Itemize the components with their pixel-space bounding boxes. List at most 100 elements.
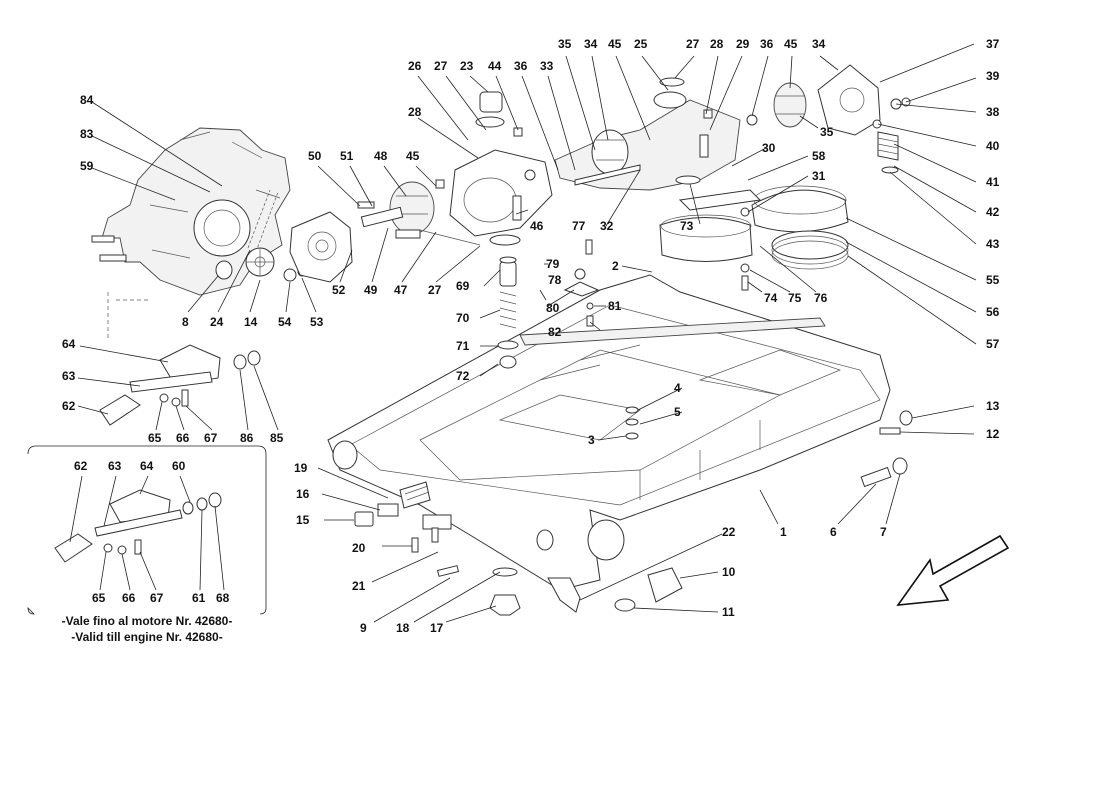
callout-labels: 84 83 59 8 24 14 54 53 50 51 48 45 52 49… (62, 37, 1000, 635)
chain-and-sprocket (215, 189, 307, 282)
callout: 15 (296, 513, 310, 527)
callout: 51 (340, 149, 354, 163)
callout: 10 (722, 565, 736, 579)
callout: 52 (332, 283, 346, 297)
oil-strainer (659, 185, 849, 291)
callout: 60 (172, 459, 186, 473)
sensor-bracket-parts (563, 239, 600, 327)
callout: 31 (812, 169, 826, 183)
callout: 63 (62, 369, 76, 383)
pump-housing-center (449, 91, 553, 246)
callout: 71 (456, 339, 470, 353)
callout: 70 (456, 311, 470, 325)
callout: 1 (780, 525, 787, 539)
callout: 35 (558, 37, 572, 51)
callout: 77 (572, 219, 586, 233)
callout: 76 (814, 291, 828, 305)
callout: 72 (456, 369, 470, 383)
pan-washers (625, 406, 639, 440)
callout: 68 (216, 591, 230, 605)
callout: 57 (986, 337, 1000, 351)
callout: 41 (986, 175, 1000, 189)
drain-plug (489, 567, 521, 616)
callout: 84 (80, 93, 94, 107)
callout: 37 (986, 37, 1000, 51)
bolts-right (860, 410, 913, 488)
callout: 49 (364, 283, 378, 297)
callout: 5 (674, 405, 681, 419)
callout: 12 (986, 427, 1000, 441)
callout: 34 (584, 37, 598, 51)
relief-valve-stack (497, 256, 519, 369)
leader-lines (69, 43, 977, 623)
callout: 27 (686, 37, 700, 51)
gear-pump-left (357, 179, 481, 246)
callout: 8 (182, 315, 189, 329)
callout: 55 (986, 273, 1000, 287)
callout: 28 (710, 37, 724, 51)
callout: 9 (360, 621, 367, 635)
callout: 29 (736, 37, 750, 51)
pump-cover-left (289, 211, 353, 283)
callout: 43 (986, 237, 1000, 251)
callout: 79 (546, 257, 560, 271)
callout: 81 (608, 299, 622, 313)
callout: 42 (986, 205, 1000, 219)
callout: 53 (310, 315, 324, 329)
callout: 34 (812, 37, 826, 51)
validity-note-english: -Valid till engine Nr. 42680- (71, 630, 222, 644)
callout: 74 (764, 291, 778, 305)
callout: 18 (396, 621, 410, 635)
callout: 19 (294, 461, 308, 475)
callout: 25 (634, 37, 648, 51)
pump-body-main (554, 77, 741, 191)
callout: 64 (62, 337, 76, 351)
callout: 61 (192, 591, 206, 605)
callout: 35 (820, 125, 834, 139)
callout: 11 (722, 605, 735, 619)
callout: 36 (760, 37, 774, 51)
callout: 38 (986, 105, 1000, 119)
callout: 32 (600, 219, 614, 233)
callout: 48 (374, 149, 388, 163)
callout: 3 (588, 433, 595, 447)
callout: 36 (514, 59, 528, 73)
callout: 6 (830, 525, 837, 539)
callout: 66 (176, 431, 190, 445)
callout: 59 (80, 159, 94, 173)
parts-artwork (27, 64, 1010, 616)
callout: 47 (394, 283, 408, 297)
callout: 50 (308, 149, 322, 163)
validity-note-italian: -Vale fino al motore Nr. 42680- (62, 614, 233, 628)
callout: 56 (986, 305, 1000, 319)
left-sub-assembly (99, 344, 261, 426)
callout: 26 (408, 59, 422, 73)
callout: 54 (278, 315, 292, 329)
callout: 78 (548, 273, 562, 287)
callout: 58 (812, 149, 826, 163)
callout: 80 (546, 301, 560, 315)
validity-note: -Vale fino al motore Nr. 42680- -Valid t… (62, 614, 233, 644)
callout: 40 (986, 139, 1000, 153)
callout: 75 (788, 291, 802, 305)
lower-left-fittings (354, 481, 460, 577)
callout: 17 (430, 621, 444, 635)
callout: 45 (608, 37, 622, 51)
callout: 21 (352, 579, 366, 593)
callout: 28 (408, 105, 422, 119)
callout: 67 (204, 431, 218, 445)
callout: 85 (270, 431, 284, 445)
callout: 73 (680, 219, 694, 233)
callout: 16 (296, 487, 310, 501)
direction-arrow (896, 534, 1010, 606)
callout: 64 (140, 459, 154, 473)
callout: 13 (986, 399, 1000, 413)
callout: 82 (548, 325, 562, 339)
callout: 66 (122, 591, 136, 605)
callout: 45 (784, 37, 798, 51)
callout: 86 (240, 431, 254, 445)
callout: 22 (722, 525, 736, 539)
callout: 65 (92, 591, 106, 605)
callout: 62 (62, 399, 76, 413)
callout: 45 (406, 149, 420, 163)
